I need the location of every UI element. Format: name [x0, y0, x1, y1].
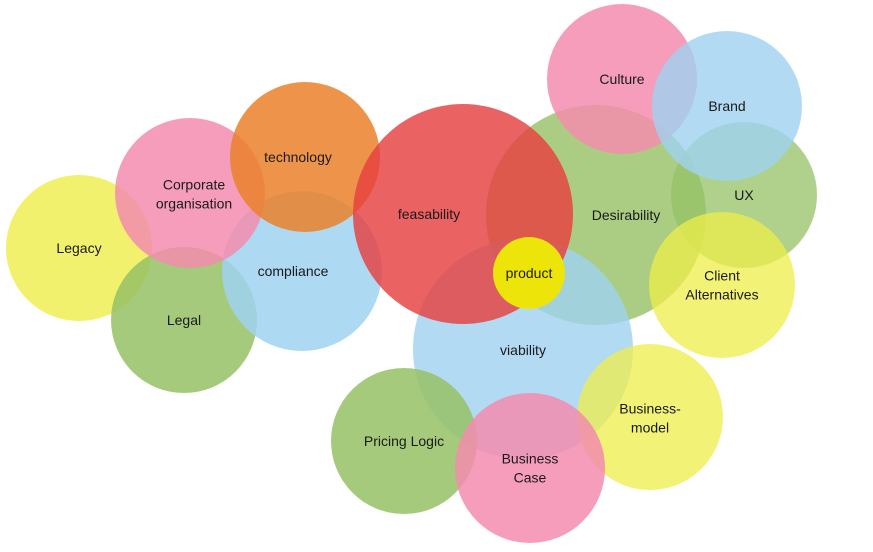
bubble-pricing-logic: [331, 368, 477, 514]
bubble-technology: [230, 82, 380, 232]
bubble-corporate-organisation: [115, 118, 265, 268]
bubble-compliance: [222, 191, 382, 351]
bubble-client-alternatives: [649, 212, 795, 358]
bubble-legal: [111, 247, 257, 393]
bubble-legacy: [6, 175, 152, 321]
bubble-business-case: [455, 393, 605, 543]
bubble-brand: [652, 31, 802, 181]
bubble-business-model: [577, 344, 723, 490]
bubble-layer: [6, 4, 817, 543]
bubble-product: [493, 237, 565, 309]
